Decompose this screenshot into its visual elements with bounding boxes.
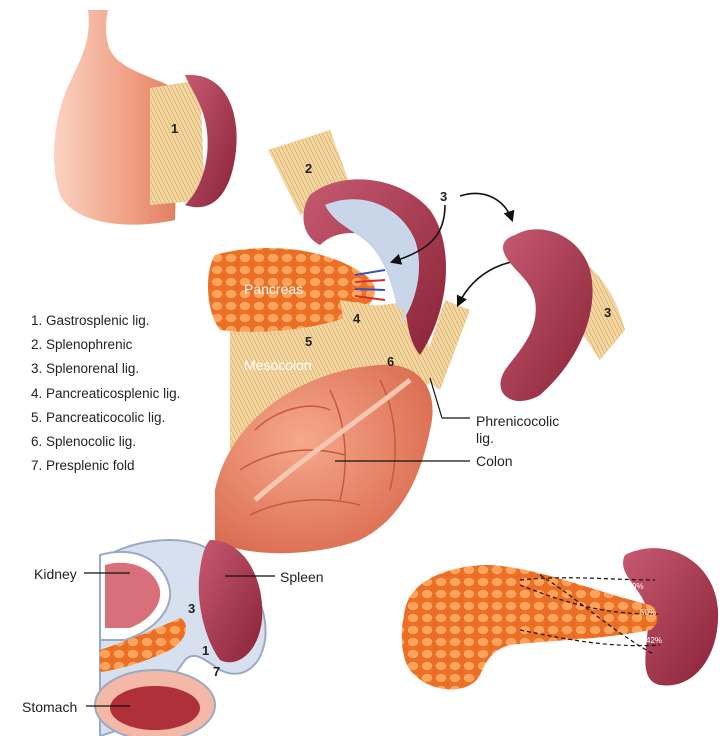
stomach-label: Stomach — [22, 699, 77, 715]
legend-item: 6. Splenocolic lig. — [31, 430, 180, 454]
number-label-7: 7 — [213, 664, 220, 679]
arrow-to-right-spleen — [460, 193, 512, 220]
stomach-lumen — [110, 686, 200, 730]
phrenicocolic-label-line1: Phrenicocolic — [476, 413, 559, 429]
percent-label-50: 50% — [640, 608, 656, 617]
number-label-2: 2 — [305, 161, 312, 176]
pancreas-figure — [402, 548, 718, 689]
number-label-4: 4 — [353, 311, 360, 326]
number-label-3-right: 3 — [604, 305, 611, 320]
legend-item: 5. Pancreaticocolic lig. — [31, 406, 180, 430]
number-label-5: 5 — [305, 334, 312, 349]
legend-item: 7. Presplenic fold — [31, 454, 180, 478]
legend-item: 1. Gastrosplenic lig. — [31, 309, 180, 333]
gastrosplenic-ligament — [150, 80, 205, 205]
number-label-3-cross: 3 — [188, 601, 195, 616]
percent-label-42: 42% — [646, 636, 662, 645]
legend-item: 3. Splenorenal lig. — [31, 357, 180, 381]
number-label-1-cross: 1 — [202, 643, 209, 658]
ligament-legend: 1. Gastrosplenic lig. 2. Splenophrenic 3… — [31, 309, 180, 478]
number-label-3: 3 — [440, 189, 447, 204]
number-label-1: 1 — [171, 121, 178, 136]
phrenicocolic-label-line2: lig. — [476, 430, 494, 446]
pancreas-label: Pancreas — [244, 281, 303, 297]
legend-item: 4. Pancreaticosplenic lig. — [31, 382, 180, 406]
pancreas-body — [402, 565, 658, 689]
spleen-label: Spleen — [280, 569, 324, 585]
percent-label-0: 0% — [632, 582, 644, 591]
top-left-figure — [54, 10, 237, 225]
mesocolon-label: Mesocolon — [244, 357, 312, 373]
spleen-right — [500, 229, 592, 401]
legend-item: 2. Splenophrenic — [31, 333, 180, 357]
colon-label: Colon — [476, 453, 513, 469]
number-label-6: 6 — [387, 354, 394, 369]
cross-section-figure — [84, 540, 275, 736]
center-figure — [208, 130, 545, 553]
kidney-label: Kidney — [34, 566, 77, 582]
